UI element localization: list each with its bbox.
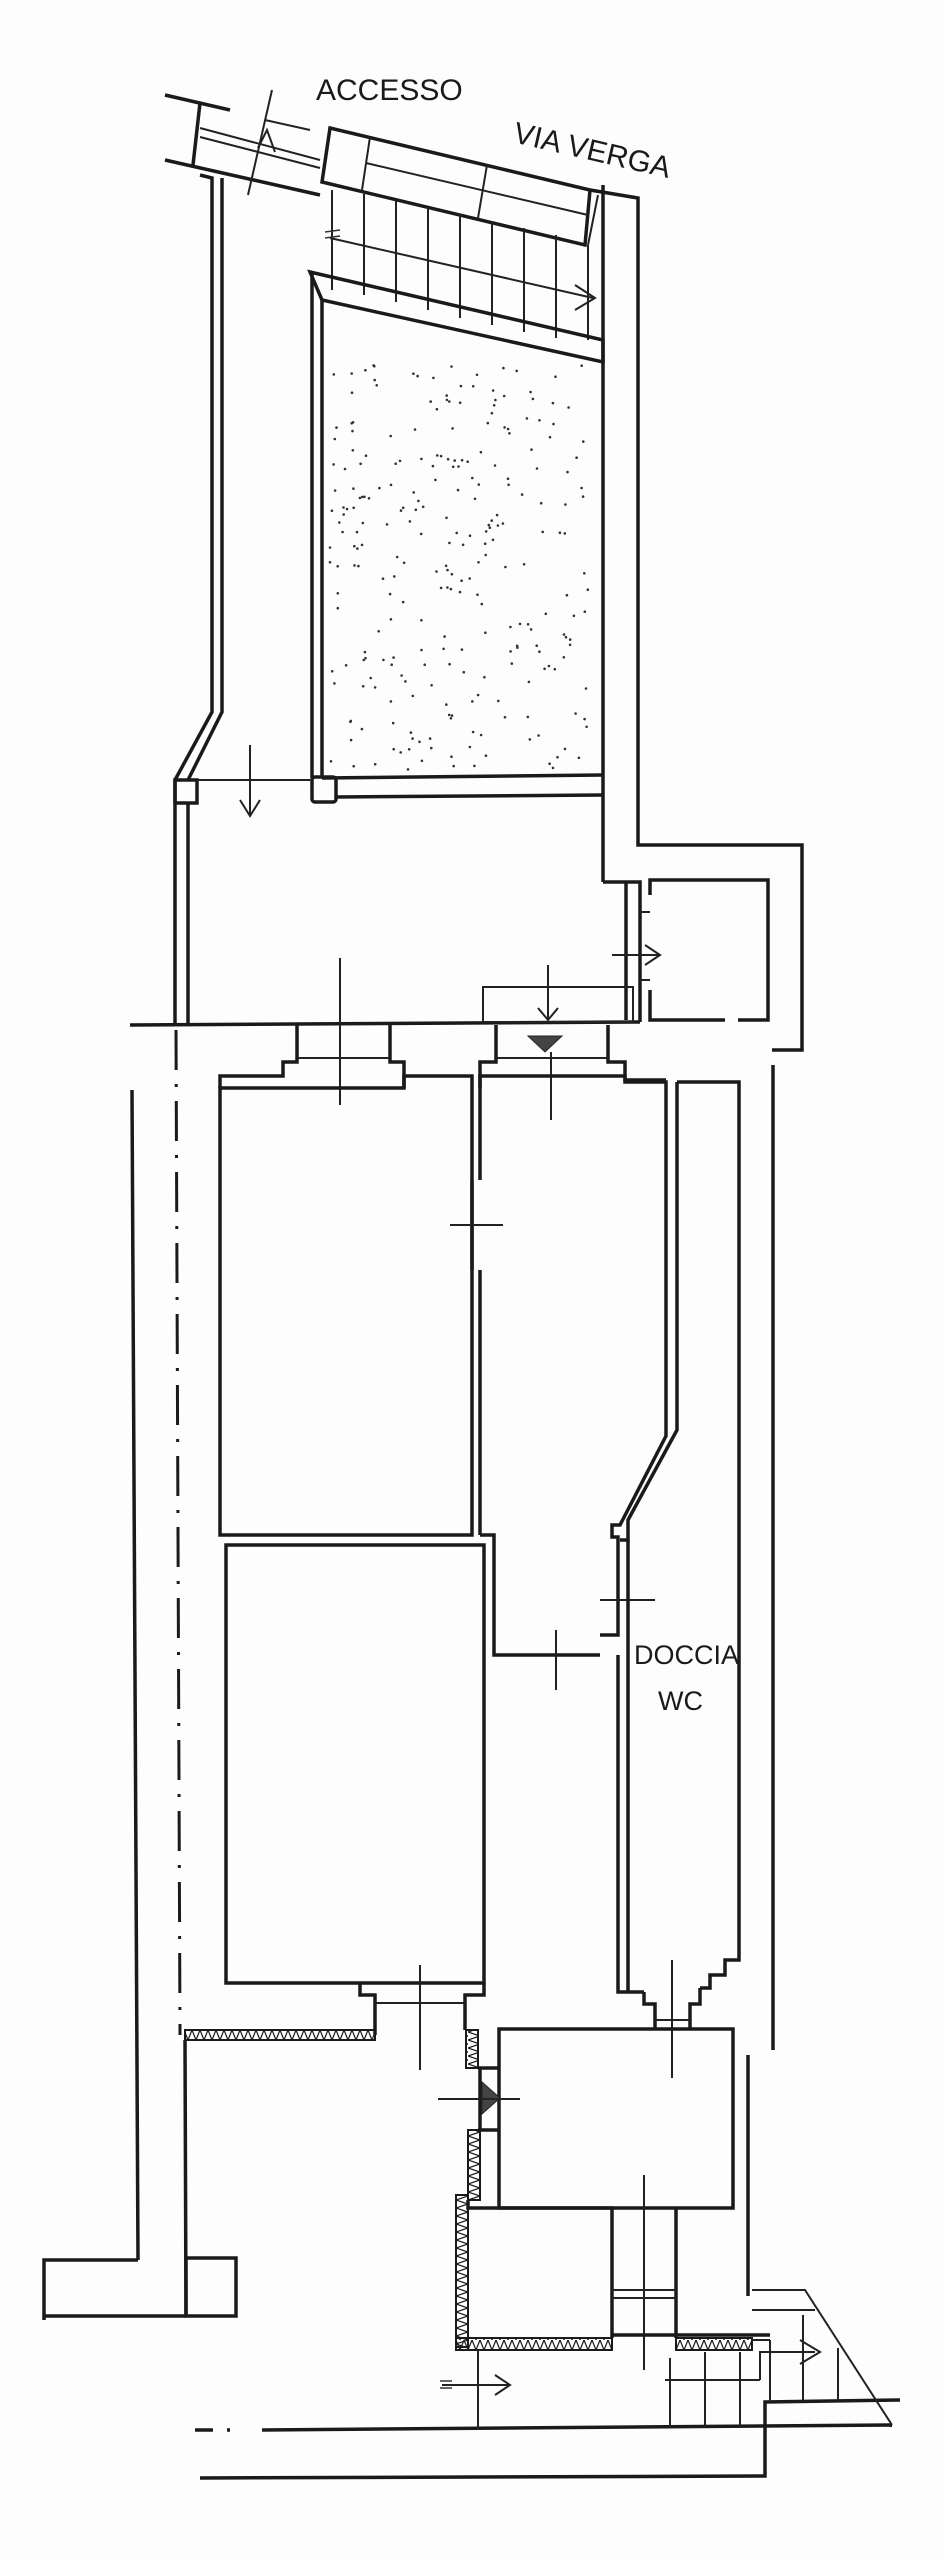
entrance-stairs: [324, 190, 599, 340]
entrance-arrow-icon: [526, 1035, 564, 1053]
room-1: [218, 1074, 474, 1537]
label-doccia: DOCCIA: [634, 1640, 739, 1670]
street-entrance: [164, 89, 592, 248]
label-wc: WC: [658, 1686, 703, 1716]
room-4: [497, 2027, 735, 2210]
bottom-left-block: [42, 2256, 238, 2320]
hatched-walls: [184, 2029, 753, 2351]
courtyard: [307, 269, 605, 804]
label-accesso: ACCESSO: [316, 74, 463, 107]
room-3: [224, 1543, 486, 1985]
bottom-boundary: [195, 2289, 901, 2480]
label-via-verga: VIA VERGA: [510, 117, 673, 185]
gravel-texture: [328, 364, 590, 771]
bathroom-doccia-wc: [677, 1080, 741, 1990]
left-entry-wall: [173, 173, 312, 1025]
main-building-front: [129, 958, 666, 1120]
room-2: [478, 1074, 668, 1637]
right-entry-wall: [589, 185, 804, 1052]
outer-walls: [130, 1029, 775, 2296]
